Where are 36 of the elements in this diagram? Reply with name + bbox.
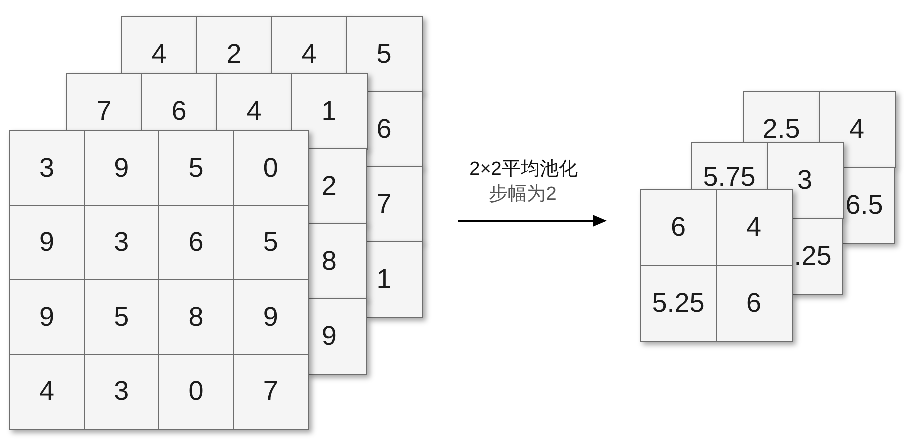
matrix-cell: 5 [158, 130, 234, 206]
matrix-cell: 9 [307, 298, 368, 374]
matrix-cell: 0 [158, 354, 234, 430]
matrix-cell: .25 [791, 218, 843, 294]
matrix-cell: 7 [366, 166, 422, 242]
matrix-cell: 0 [232, 130, 309, 206]
matrix-cell: 2 [307, 148, 368, 224]
matrix-cell: 2 [196, 16, 272, 74]
matrix-cell: 6.5 [842, 166, 895, 244]
matrix-cell: 4 [716, 189, 792, 266]
matrix-cell: 1 [291, 73, 368, 150]
matrix-cell: 5.75 [691, 142, 768, 190]
matrix-cell: 8 [307, 223, 368, 300]
matrix-cell: 6 [716, 264, 792, 342]
matrix-cell: 6 [366, 91, 422, 168]
matrix-cell: 2.5 [743, 91, 820, 144]
arrow-label: 步幅为2 [489, 184, 557, 206]
matrix-cell: 7 [66, 73, 142, 132]
matrix-cell: 4 [121, 16, 198, 74]
matrix-cell: 4 [271, 16, 348, 74]
matrix-cell: 9 [232, 279, 309, 356]
matrix-cell: 6 [141, 73, 218, 132]
arrow [458, 215, 607, 227]
matrix-cell: 6 [640, 189, 717, 266]
matrix-cell: 4 [9, 354, 86, 430]
matrix-cell: 5.25 [640, 264, 717, 342]
arrow-label: 2×2平均池化 [470, 159, 578, 181]
matrix-grid [9, 130, 309, 430]
matrix-cell: 9 [9, 279, 86, 356]
matrix-cell: 7 [232, 354, 309, 430]
matrix-cell: 3 [9, 130, 86, 206]
matrix-cell: 8 [158, 279, 234, 356]
matrix-cell: 1 [366, 241, 422, 318]
matrix-cell: 5 [346, 16, 422, 92]
matrix-cell: 4 [216, 73, 292, 132]
matrix-grid [640, 189, 792, 342]
